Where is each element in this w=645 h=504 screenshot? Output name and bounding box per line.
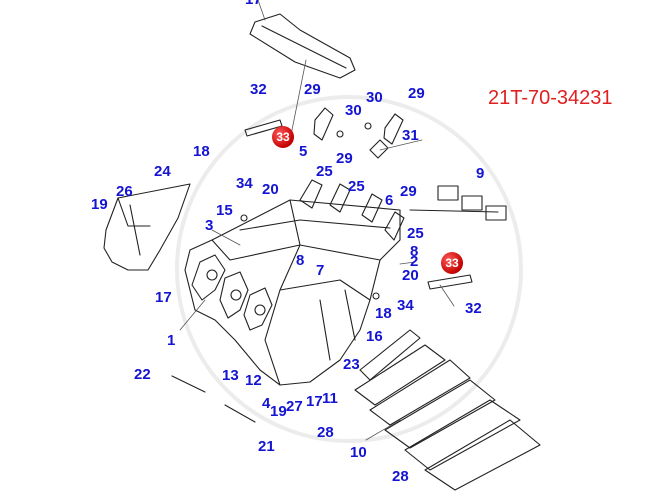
bucket-teeth (299, 107, 405, 241)
callout-label: 17 (306, 393, 323, 410)
callout-label: 28 (317, 424, 334, 441)
callout-label: 25 (316, 163, 333, 180)
callout-badge: 33 (272, 126, 294, 148)
callout-label: 17 (245, 0, 262, 7)
callout-label: 32 (250, 81, 267, 98)
leader-lines (179, 0, 455, 441)
callout-label: 21 (258, 438, 275, 455)
callout-label: 24 (154, 163, 171, 180)
callout-label: 31 (402, 127, 419, 144)
callout-label: 23 (343, 356, 360, 373)
callout-label: 29 (304, 81, 321, 98)
pins-and-small-parts (171, 119, 473, 423)
callout-label: 8 (410, 243, 419, 260)
callout-label: 13 (222, 367, 239, 384)
callout-label: 2 (410, 253, 419, 270)
callout-label: 5 (299, 143, 308, 160)
callout-label: 20 (402, 267, 419, 284)
callout-label: 30 (366, 89, 383, 106)
bucket-body (184, 199, 401, 386)
grill-plates (354, 329, 541, 491)
callout-label: 27 (286, 398, 303, 415)
callout-label: 3 (205, 217, 214, 234)
watermark-seal (175, 95, 523, 443)
callout-label: 26 (116, 183, 133, 200)
callout-label: 18 (375, 305, 392, 322)
callout-badge: 33 (441, 252, 463, 274)
callout-label: 10 (350, 444, 367, 461)
callout-label: 20 (262, 181, 279, 198)
callout-label: 9 (476, 165, 485, 182)
callout-label: 32 (465, 300, 482, 317)
part-number: 21T-70-34231 (488, 87, 613, 109)
callout-label: 12 (245, 372, 262, 389)
callout-label: 25 (348, 178, 365, 195)
callout-label: 34 (236, 175, 253, 192)
callout-label: 19 (91, 196, 108, 213)
shims (409, 185, 507, 221)
callout-label: 29 (336, 150, 353, 167)
callout-label: 16 (366, 328, 383, 345)
callout-label: 34 (397, 297, 414, 314)
callout-label: 8 (296, 252, 305, 269)
top-cover-plate (249, 13, 356, 79)
callout-label: 19 (270, 403, 287, 420)
callout-label: 22 (134, 366, 151, 383)
callout-label: 6 (385, 192, 394, 209)
callout-label: 18 (193, 143, 210, 160)
callout-label: 28 (392, 468, 409, 485)
callout-label: 29 (408, 85, 425, 102)
callout-label: 17 (155, 289, 172, 306)
callout-label: 30 (345, 102, 362, 119)
callout-label: 11 (322, 390, 338, 407)
callout-label: 29 (400, 183, 417, 200)
callout-label: 25 (407, 225, 424, 242)
callout-label: 15 (216, 202, 233, 219)
callout-label: 7 (316, 262, 325, 279)
callout-label: 4 (262, 395, 271, 412)
side-cutter-left (103, 183, 191, 271)
callout-label: 1 (167, 332, 176, 349)
